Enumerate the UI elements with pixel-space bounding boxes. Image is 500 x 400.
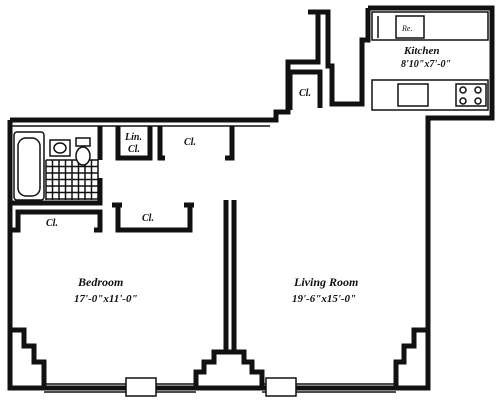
kitchen-area: Re. Kitchen 8'10"x7'-0" xyxy=(371,11,489,111)
stove xyxy=(455,83,487,107)
central-closet: Cl. xyxy=(157,126,235,161)
living-room-name: Living Room xyxy=(293,275,358,289)
kitchen-name: Kitchen xyxy=(403,45,439,57)
windows xyxy=(44,377,396,397)
bedroom-dims: 17'-0"x11'-0" xyxy=(74,293,138,305)
toilet-bowl xyxy=(75,146,91,166)
living-room-dims: 19'-6"x15'-0" xyxy=(292,293,356,305)
bathroom-sink xyxy=(49,139,71,157)
hall-closet-label: Cl. xyxy=(299,88,311,99)
hall-closet: Cl. xyxy=(287,69,323,110)
kitchen-dims: 8'10"x7'-0" xyxy=(401,59,451,70)
refrigerator xyxy=(395,15,425,39)
partition-wall xyxy=(12,200,426,386)
linen-closet-label-top: Lin. xyxy=(124,132,142,143)
bedroom-name: Bedroom xyxy=(77,275,123,289)
linen-closet-label-bottom: Cl. xyxy=(128,144,140,155)
bathtub xyxy=(13,131,45,201)
toilet-tank xyxy=(75,137,91,147)
bedroom-window-unit xyxy=(125,377,157,397)
bathroom xyxy=(10,126,103,206)
bathroom-tile-floor xyxy=(45,159,99,200)
outer-walls xyxy=(7,5,495,391)
bedroom-closet: Cl. xyxy=(12,209,103,233)
kitchen-upper-counter xyxy=(371,11,489,41)
kitchen-sink xyxy=(397,83,429,107)
hallway-closet: Cl. xyxy=(112,202,194,233)
living-window-unit xyxy=(265,377,297,397)
bedroom-closet-label: Cl. xyxy=(46,218,58,229)
linen-closet: Lin. Cl. xyxy=(115,126,153,161)
hallway-closet-label: Cl. xyxy=(142,213,154,224)
central-closet-label: Cl. xyxy=(184,137,196,148)
refrigerator-label: Re. xyxy=(401,24,412,33)
